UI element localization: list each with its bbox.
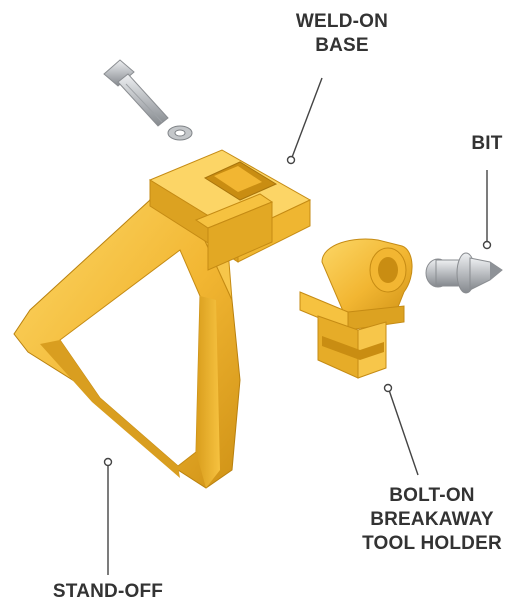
label-weld-on-base-line-1: WELD-ON — [295, 11, 389, 32]
leader-breakaway-tool-holder — [383, 383, 419, 476]
breakaway-tool-holder-part — [299, 238, 413, 379]
label-weld-on-base-line-2: BASE — [315, 35, 369, 56]
label-stand-off: STAND-OFF — [48, 580, 168, 604]
weld-on-base-part — [148, 149, 312, 271]
leader-bit — [482, 170, 492, 250]
label-bit-line-1: BIT — [471, 133, 503, 154]
mounting-bolt — [103, 59, 169, 127]
label-weld-on-base: WELD-ON BASE — [292, 10, 392, 58]
washer — [167, 125, 193, 141]
label-bit: BIT — [466, 132, 508, 156]
leader-weld-on-base — [286, 77, 323, 165]
label-stand-off-line-1: STAND-OFF — [52, 581, 164, 602]
label-breakaway-line-3: TOOL HOLDER — [362, 533, 502, 554]
bit-part — [425, 252, 503, 294]
leader-stand-off — [103, 457, 113, 575]
label-breakaway-tool-holder: BOLT-ON BREAKAWAY TOOL HOLDER — [362, 484, 502, 556]
label-breakaway-line-1: BOLT-ON — [389, 485, 475, 506]
stand-off-part — [13, 189, 241, 489]
label-breakaway-line-2: BREAKAWAY — [370, 509, 494, 530]
